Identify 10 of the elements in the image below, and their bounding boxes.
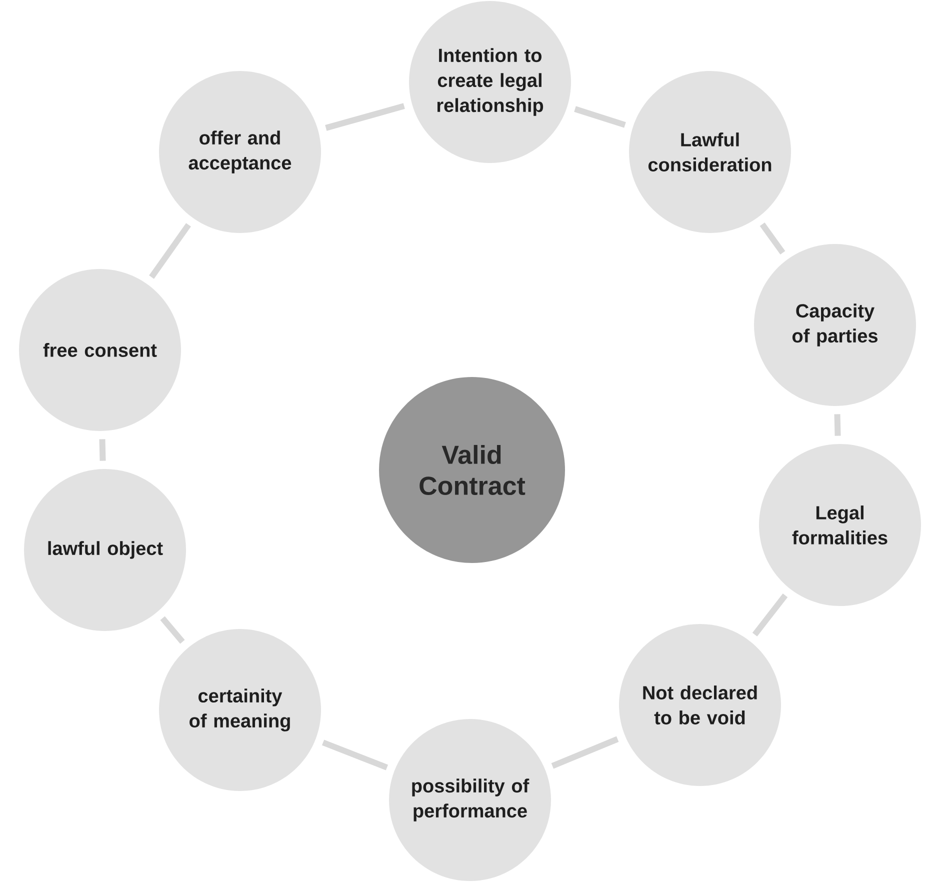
connector-line	[574, 106, 626, 128]
connector-line	[160, 616, 185, 644]
connector-line	[322, 740, 388, 770]
connector-line	[551, 736, 619, 769]
connector-line	[99, 439, 106, 461]
connector-line	[760, 222, 786, 254]
connector-line	[752, 594, 788, 636]
connector-line	[325, 103, 405, 131]
connector-line	[834, 414, 841, 436]
connector-line	[149, 223, 191, 279]
